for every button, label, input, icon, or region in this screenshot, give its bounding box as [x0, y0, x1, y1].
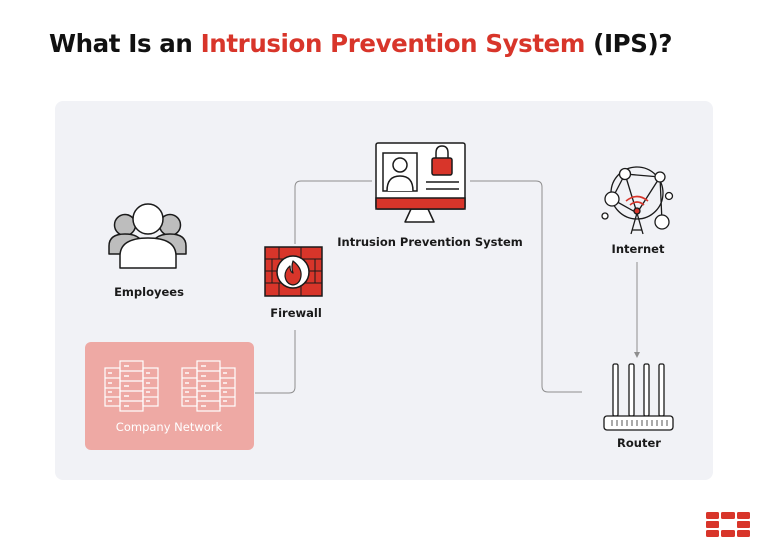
connector-firewall-ips — [294, 180, 372, 244]
title-suffix: (IPS)? — [585, 29, 673, 58]
connector-company-firewall — [255, 330, 296, 394]
employees-label: Employees — [114, 285, 184, 299]
company-network-box — [85, 342, 254, 450]
internet-label: Internet — [611, 242, 665, 256]
fortinet-logo — [706, 512, 750, 537]
page-title: What Is an Intrusion Prevention System (… — [49, 29, 672, 58]
title-prefix: What Is an — [49, 29, 201, 58]
arrow-down-icon — [634, 352, 640, 358]
title-highlight: Intrusion Prevention System — [200, 29, 586, 58]
server-rack-icon — [181, 360, 236, 412]
users-icon — [108, 203, 187, 269]
firewall-icon — [264, 246, 323, 297]
router-icon — [603, 363, 674, 431]
ips-monitor-icon — [375, 142, 466, 223]
server-rack-icon — [104, 360, 159, 412]
company-network-label: Company Network — [115, 420, 223, 434]
internet-icon — [601, 166, 674, 235]
firewall-label: Firewall — [270, 306, 322, 320]
router-label: Router — [617, 436, 661, 450]
connector-ips-router — [470, 180, 582, 393]
ips-label: Intrusion Prevention System — [337, 235, 523, 249]
